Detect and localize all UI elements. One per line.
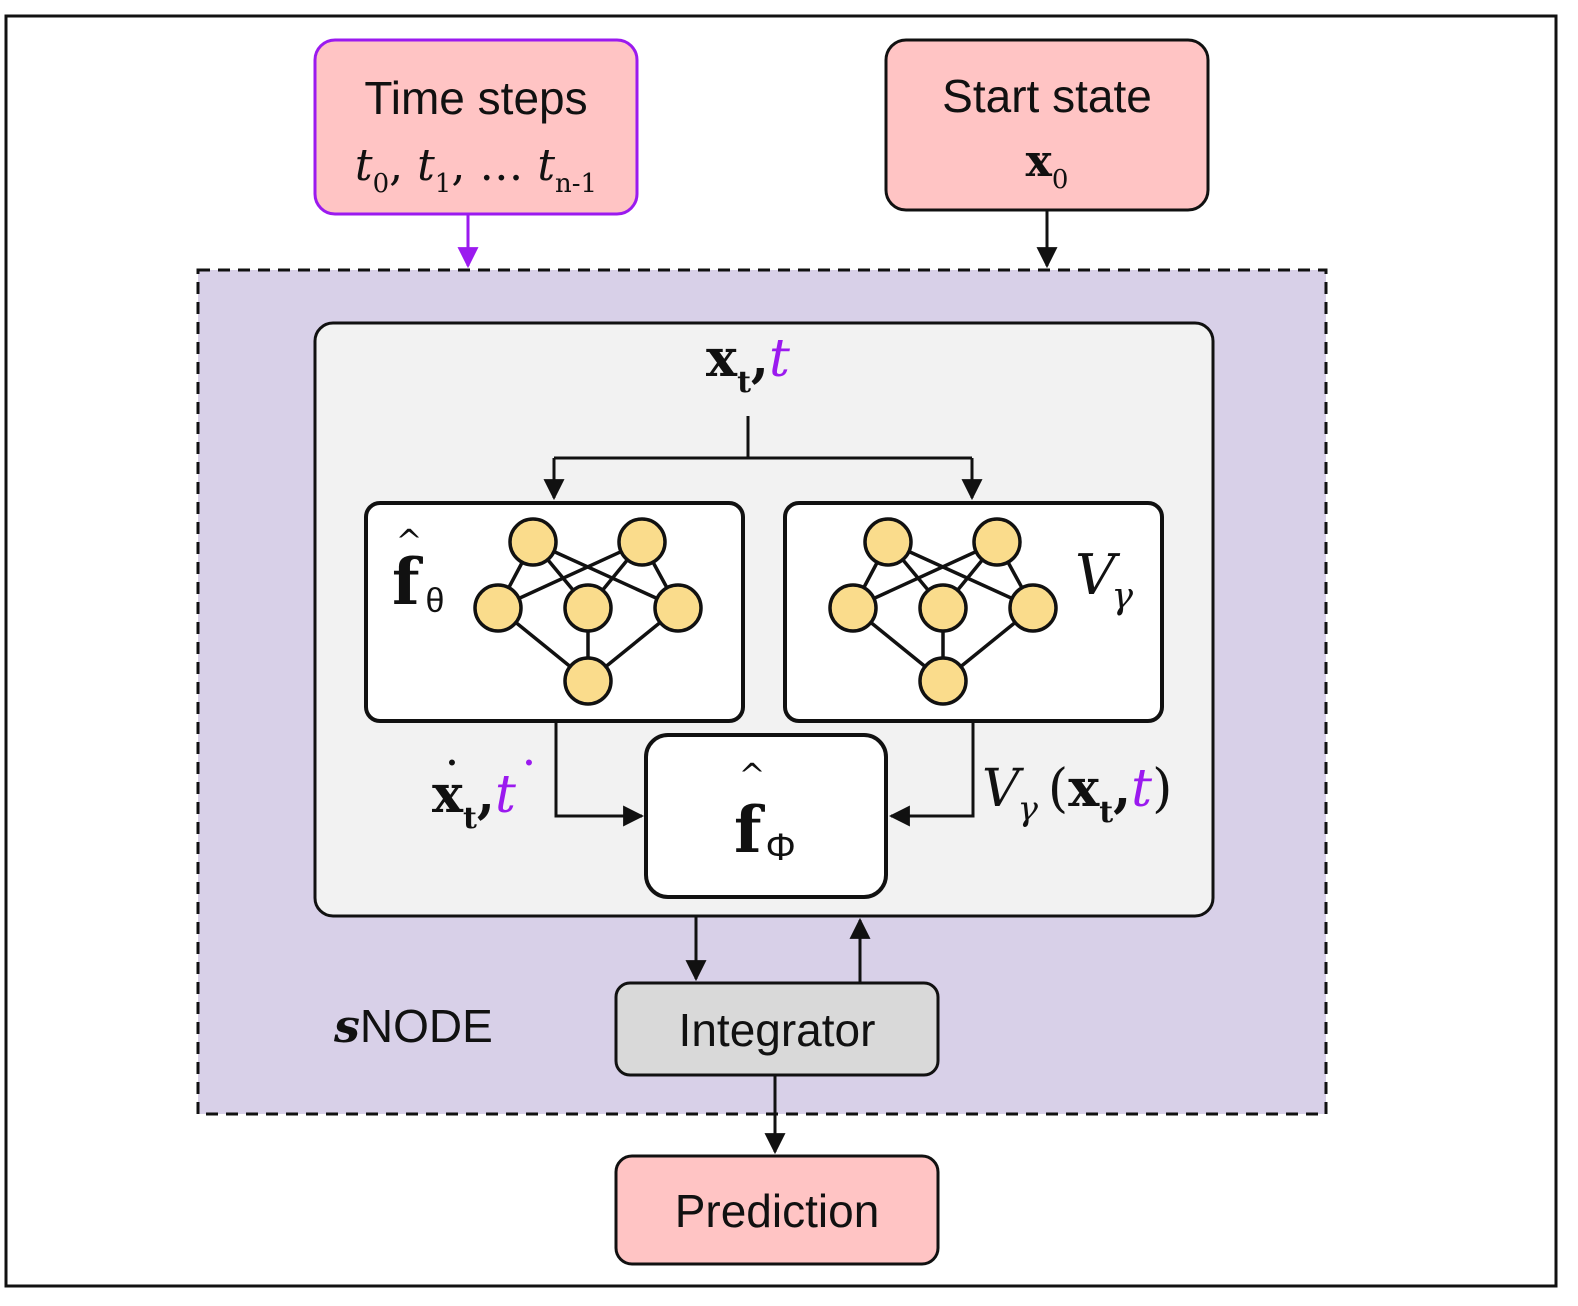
neural-network-icon [828, 517, 1058, 706]
neural-network-icon [473, 517, 703, 706]
xdot-label: xt,t [432, 764, 516, 836]
snode-label: sNODE [333, 999, 493, 1053]
start-state-symbol: x0 [1026, 136, 1069, 195]
prediction-box: Prediction [614, 1154, 940, 1266]
start-state-title: Start state [942, 70, 1152, 122]
integrator-label: Integrator [679, 1004, 876, 1056]
time-steps-title: Time steps [364, 72, 587, 124]
f-phi-hat: ^ [739, 756, 766, 794]
v-output-label: Vγ(xt,t) [982, 758, 1172, 830]
integrator-box: Integrator [614, 981, 940, 1077]
xdot-dot: • [448, 750, 456, 775]
v-gamma-to-f-phi-line [888, 721, 975, 827]
tdot-dot: • [525, 750, 533, 775]
f-theta-hat: ^ [396, 522, 423, 560]
prediction-label: Prediction [675, 1185, 880, 1237]
v-gamma-label: Vγ [1075, 543, 1133, 617]
start-state-box: Start state x0 [884, 38, 1210, 212]
time-steps-box: Time steps t0, t1, … tn-1 [313, 38, 639, 216]
inner-panel [313, 321, 1215, 918]
time-steps-sequence: t0, t1, … tn-1 [355, 140, 597, 199]
v-gamma-box: Vγ [783, 501, 1164, 723]
f-theta-to-f-phi-line [554, 721, 645, 827]
state-time-input-label: xt,t [706, 328, 790, 400]
